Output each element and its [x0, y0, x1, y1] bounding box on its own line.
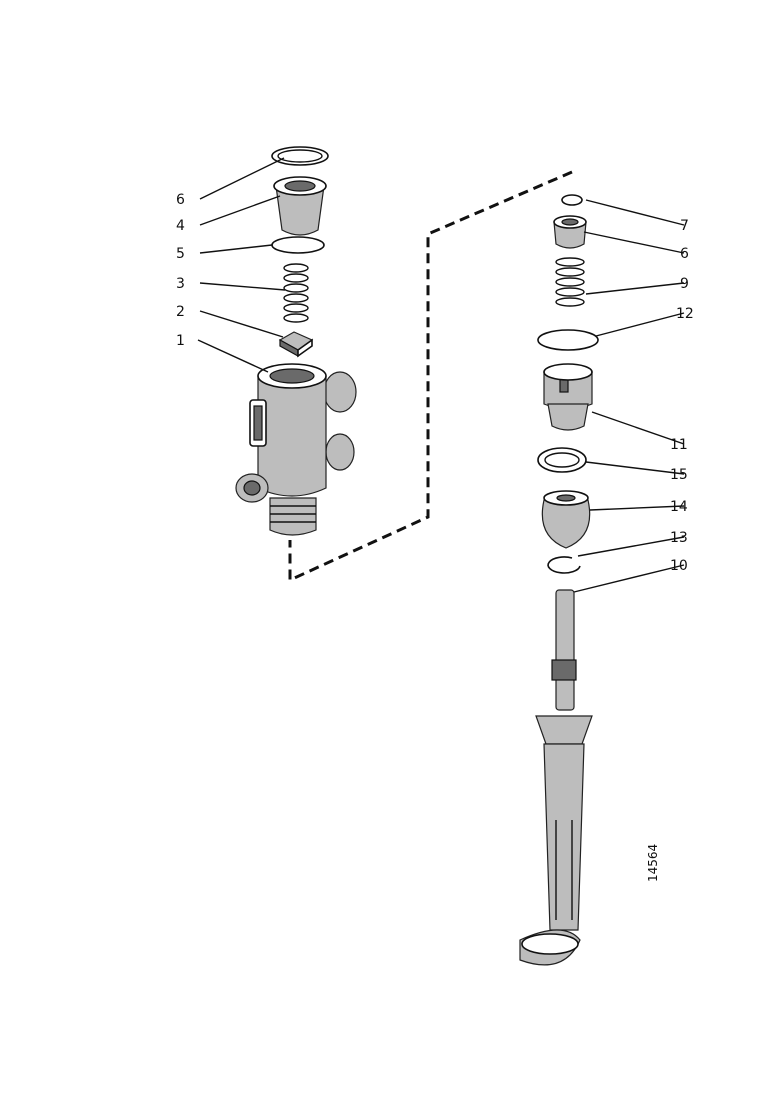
callout-9: 9 [680, 276, 689, 292]
part-ring-7 [561, 194, 583, 206]
part-split-ring-15 [537, 447, 587, 473]
right-assembly [519, 194, 599, 966]
part-bushing-6-right [553, 215, 587, 249]
figure-code: 14564 [646, 844, 660, 882]
callout-15: 15 [670, 467, 688, 483]
part-ring-12 [537, 329, 599, 351]
callout-4: 4 [176, 218, 185, 234]
part-sleeve-11 [543, 363, 593, 431]
callout-13: 13 [670, 530, 688, 546]
callout-2: 2 [176, 304, 185, 320]
callout-1: 1 [176, 333, 185, 349]
part-oring-5 [271, 236, 325, 254]
part-circlip-13 [547, 556, 581, 574]
callout-10: 10 [670, 558, 688, 574]
callout-14: 14 [670, 499, 688, 515]
part-ring-6-left [271, 146, 329, 166]
callout-7: 7 [680, 218, 689, 234]
part-spring-9 [555, 257, 585, 307]
part-stem-10 [519, 589, 593, 966]
callout-6-left: 6 [176, 192, 185, 208]
callout-12: 12 [676, 306, 694, 322]
leader-lines [197, 157, 685, 593]
part-knob-14 [541, 490, 591, 549]
part-spring-3 [283, 263, 309, 323]
part-valve-body-1 [235, 363, 357, 536]
callout-11: 11 [670, 437, 688, 453]
callout-3: 3 [176, 276, 185, 292]
callout-6-right: 6 [680, 246, 689, 262]
part-cap-4 [273, 176, 327, 236]
assembly-path-dashed [288, 170, 573, 583]
callout-5: 5 [176, 246, 185, 262]
part-nut-2 [278, 331, 314, 358]
left-assembly [235, 146, 357, 536]
callout-labels: 6 4 5 3 2 1 7 6 9 12 11 15 14 13 10 [176, 192, 694, 574]
